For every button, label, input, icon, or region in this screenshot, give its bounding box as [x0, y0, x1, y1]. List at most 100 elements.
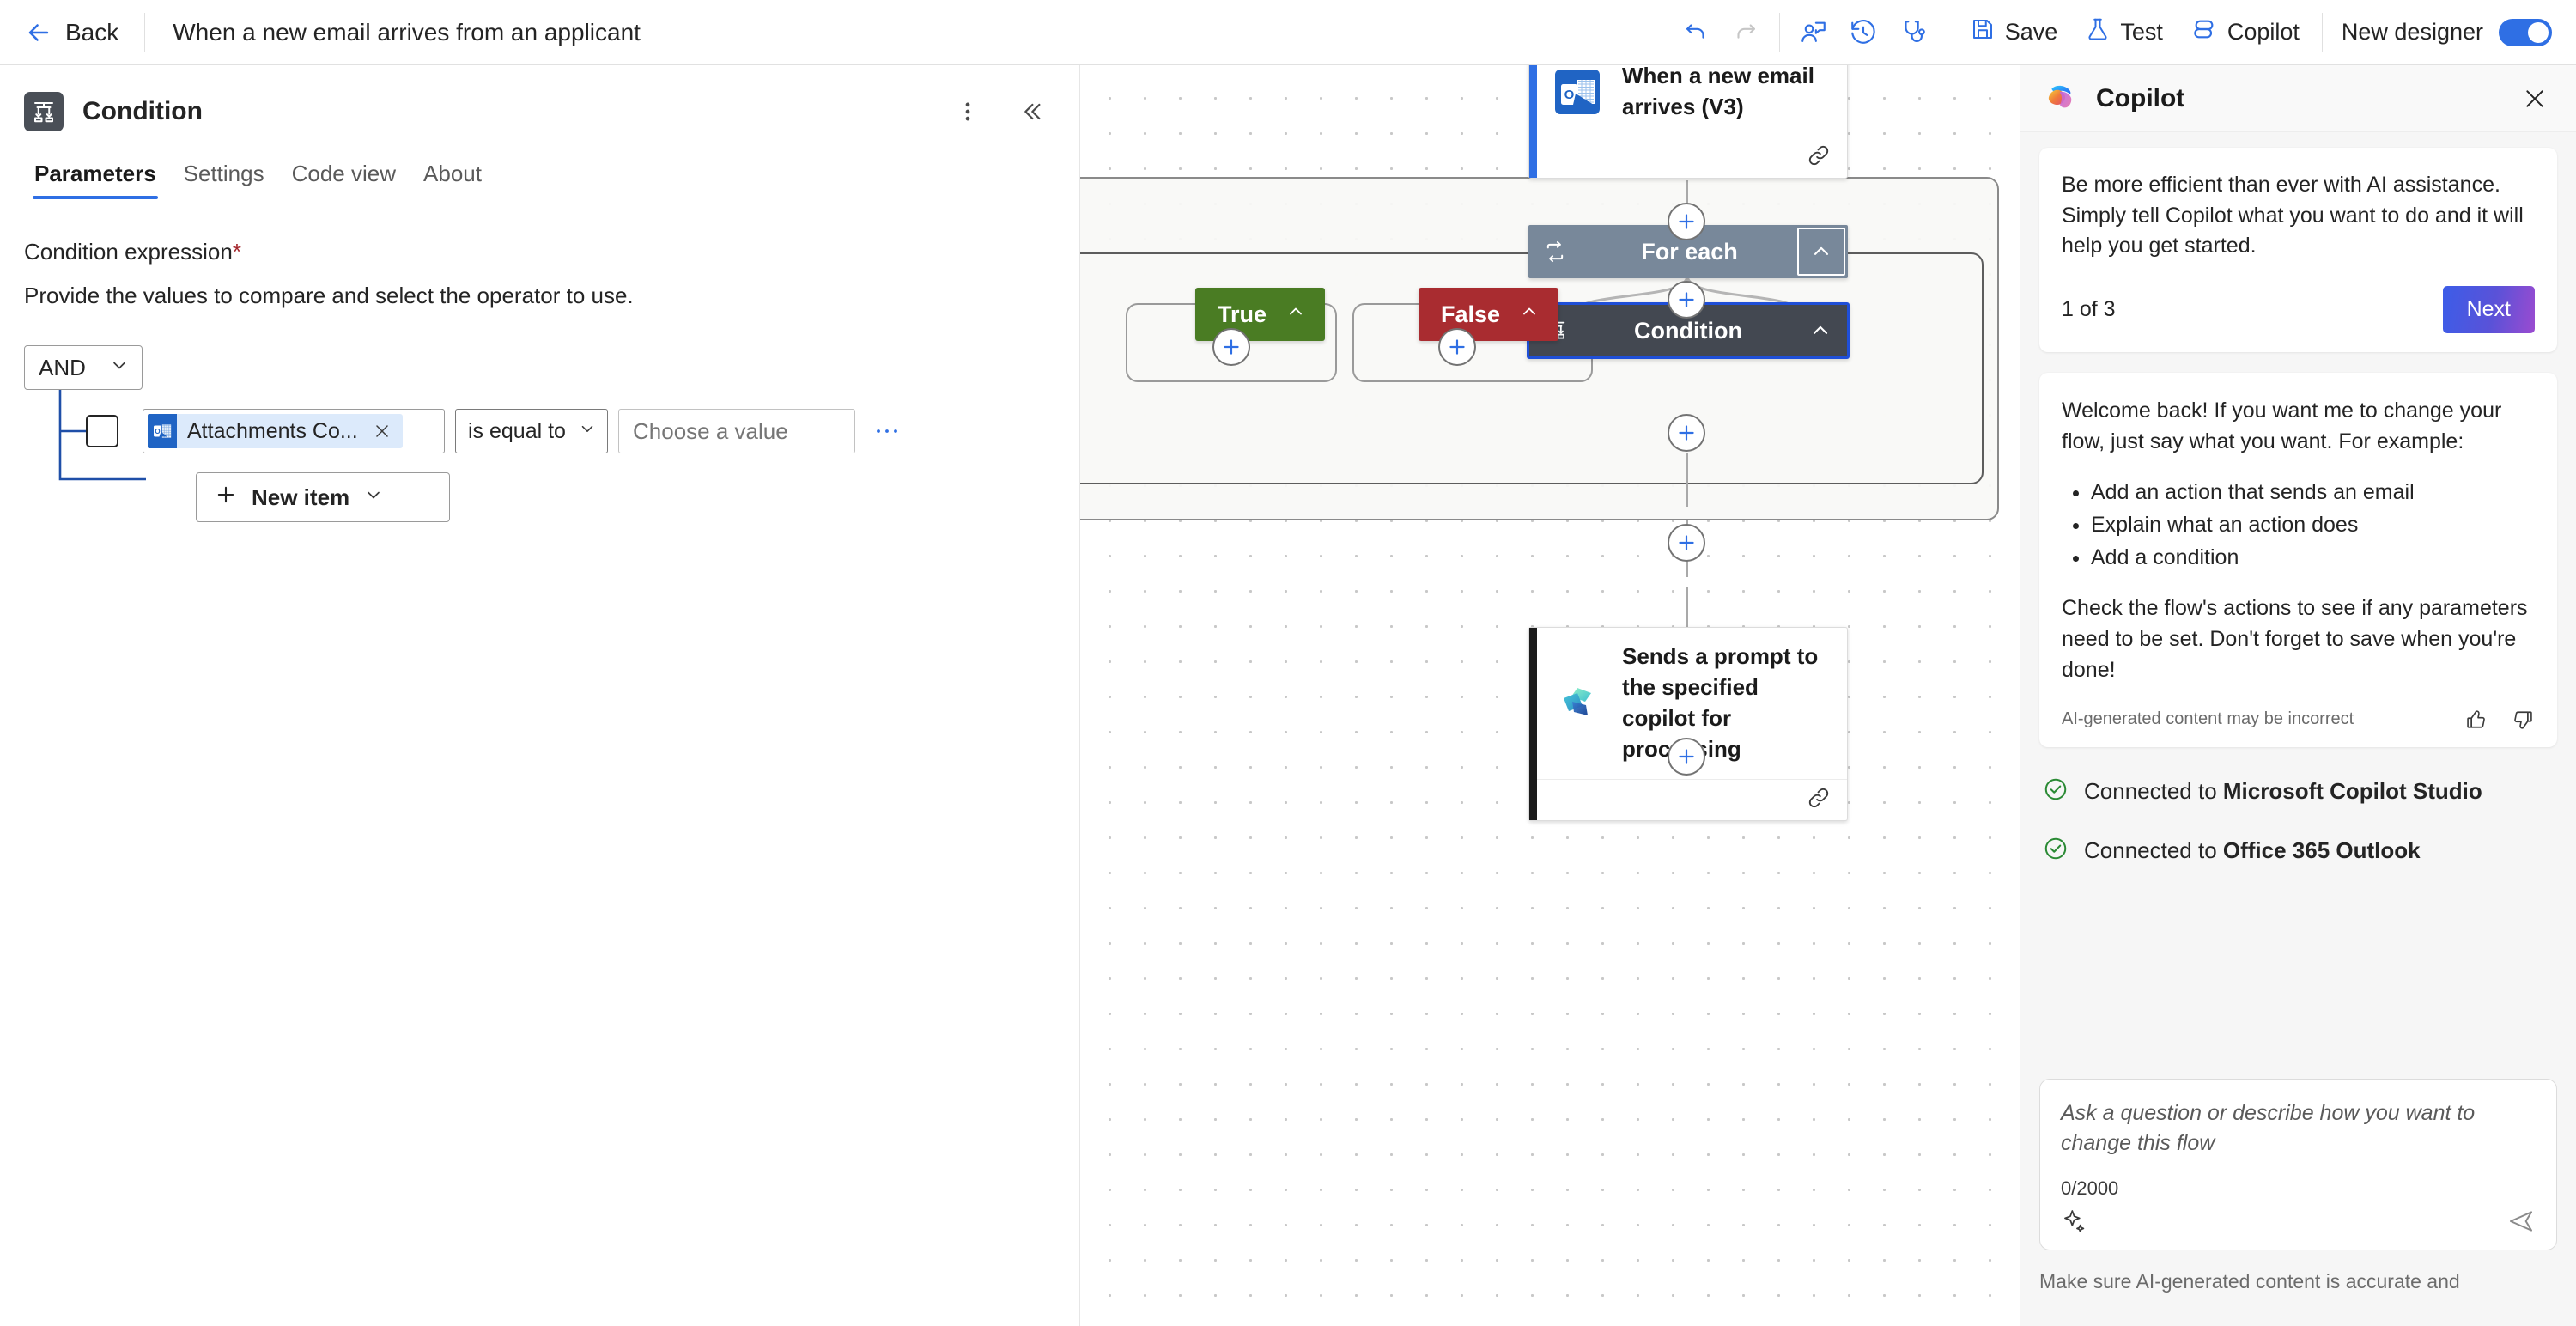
true-branch-label: True [1218, 301, 1267, 327]
close-icon[interactable] [372, 421, 392, 441]
page-title: Condition [82, 97, 203, 125]
add-step-button-true-branch[interactable] [1212, 328, 1250, 366]
copilot-action-node[interactable]: Sends a prompt to the specified copilot … [1528, 627, 1848, 821]
more-vertical-icon[interactable] [947, 91, 988, 132]
copilot-message-card: Welcome back! If you want me to change y… [2039, 372, 2557, 747]
copilot-action-node-footer [1529, 778, 1847, 820]
copilot-logo-icon [2043, 80, 2081, 118]
tab-parameters[interactable]: Parameters [21, 161, 170, 199]
false-branch-label: False [1441, 301, 1501, 327]
divider [1778, 12, 1780, 52]
flow-title: When a new email arrives from an applica… [173, 18, 641, 46]
toolbar-actions: Save Test Copilot New designer [1662, 0, 2576, 65]
next-button[interactable]: Next [2442, 285, 2535, 333]
add-step-button[interactable] [1668, 203, 1705, 240]
copilot-card-counter: 1 of 3 [2062, 296, 2116, 321]
logic-operator-select[interactable]: AND [24, 345, 143, 390]
outlook-icon: O [148, 414, 177, 448]
copilot-chat-input-box[interactable]: Ask a question or describe how you want … [2039, 1079, 2557, 1250]
connection-prefix: Connected to [2084, 777, 2223, 804]
copilot-label: Copilot [2227, 19, 2300, 45]
add-step-button-false-branch[interactable] [1438, 328, 1476, 366]
new-designer-label: New designer [2341, 19, 2483, 45]
tab-settings[interactable]: Settings [183, 161, 264, 186]
tab-about[interactable]: About [423, 161, 482, 186]
thumbs-up-icon[interactable] [2464, 708, 2488, 732]
copilot-icon [2190, 15, 2218, 49]
chevron-down-icon [363, 484, 384, 511]
new-item-button[interactable]: New item [196, 472, 450, 522]
test-button[interactable]: Test [2071, 8, 2177, 58]
dynamic-content-token[interactable]: O Attachments Co... [148, 414, 403, 448]
save-icon [1970, 16, 1996, 48]
field-label-text: Condition expression [24, 239, 233, 265]
foreach-node-title: For each [1641, 238, 1738, 265]
copilot-button[interactable]: Copilot [2177, 8, 2313, 58]
trigger-node-footer [1529, 136, 1847, 178]
test-label: Test [2120, 19, 2163, 45]
svg-text:O: O [155, 428, 160, 435]
connection-status-office365-outlook: Connected to Office 365 Outlook [2039, 836, 2557, 866]
operator-value: is equal to [468, 418, 566, 443]
svg-text:O: O [1564, 88, 1575, 102]
foreach-node[interactable]: For each [1528, 225, 1848, 278]
copilot-intro-text: Be more efficient than ever with AI assi… [2062, 173, 2524, 258]
condition-collapse-button[interactable] [1794, 305, 1847, 356]
flow-canvas[interactable]: O When a new email arrives (V3) For each… [1080, 65, 2020, 1326]
tab-code-view[interactable]: Code view [291, 161, 397, 186]
thumbs-down-icon[interactable] [2511, 708, 2535, 732]
add-step-button[interactable] [1668, 281, 1705, 319]
add-step-button[interactable] [1668, 524, 1705, 562]
list-item: Explain what an action does [2091, 508, 2535, 541]
node-accent-bar [1529, 65, 1537, 178]
condition-expression-label: Condition expression* [24, 239, 1054, 265]
new-designer-toggle[interactable]: New designer [2323, 18, 2576, 46]
back-button[interactable]: Back [0, 0, 144, 65]
copilot-panel: Copilot Be more efficient than ever with… [2020, 65, 2576, 1326]
back-label: Back [65, 18, 119, 46]
false-branch-pill[interactable]: False [1419, 288, 1559, 341]
true-branch-pill[interactable]: True [1195, 288, 1326, 341]
save-button[interactable]: Save [1956, 8, 2072, 58]
add-step-button[interactable] [1668, 414, 1705, 452]
redo-button[interactable] [1721, 8, 1771, 58]
add-step-button[interactable] [1668, 738, 1705, 776]
panel-header-actions [947, 91, 1052, 132]
history-button[interactable] [1838, 8, 1888, 58]
new-item-label: New item [252, 484, 350, 510]
condition-right-value-input[interactable]: Choose a value [618, 409, 855, 453]
copilot-studio-icon [1555, 681, 1600, 726]
field-description: Provide the values to compare and select… [24, 283, 634, 308]
panel-tabs: Parameters Settings Code view About [0, 137, 1079, 199]
collab-group [1780, 0, 1947, 65]
connector-to-copilot [1686, 587, 1688, 630]
chat-input-footer [2061, 1207, 2536, 1236]
condition-operator-select[interactable]: is equal to [455, 409, 608, 453]
link-icon[interactable] [1806, 785, 1832, 815]
chevron-double-left-icon[interactable] [1011, 91, 1052, 132]
condition-row-more-button[interactable] [869, 412, 907, 450]
undo-button[interactable] [1671, 8, 1721, 58]
share-person-button[interactable] [1789, 8, 1838, 58]
chat-input-placeholder: Ask a question or describe how you want … [2061, 1101, 2476, 1155]
sparkle-icon[interactable] [2061, 1207, 2088, 1235]
trigger-node[interactable]: O When a new email arrives (V3) [1528, 65, 1848, 179]
close-icon[interactable] [2516, 80, 2554, 118]
connection-name: Microsoft Copilot Studio [2222, 777, 2482, 804]
condition-node-title: Condition [1634, 317, 1742, 344]
copilot-message-outro: Check the flow's actions to see if any p… [2062, 595, 2528, 682]
list-item: Add a condition [2091, 541, 2535, 574]
toggle-switch[interactable] [2499, 18, 2552, 46]
link-icon[interactable] [1806, 143, 1832, 173]
condition-row-checkbox[interactable] [86, 415, 118, 447]
condition-left-value-field[interactable]: O Attachments Co... [143, 409, 445, 453]
logic-operator-value: AND [39, 354, 86, 380]
troubleshoot-button[interactable] [1888, 8, 1938, 58]
copilot-intro-card-footer: 1 of 3 Next [2062, 285, 2535, 333]
check-circle-icon [2043, 836, 2069, 866]
foreach-collapse-button[interactable] [1797, 228, 1845, 276]
back-arrow-icon [24, 18, 53, 47]
send-icon[interactable] [2506, 1207, 2536, 1236]
token-label: Attachments Co... [187, 418, 358, 443]
copilot-action-node-main: Sends a prompt to the specified copilot … [1529, 628, 1847, 779]
